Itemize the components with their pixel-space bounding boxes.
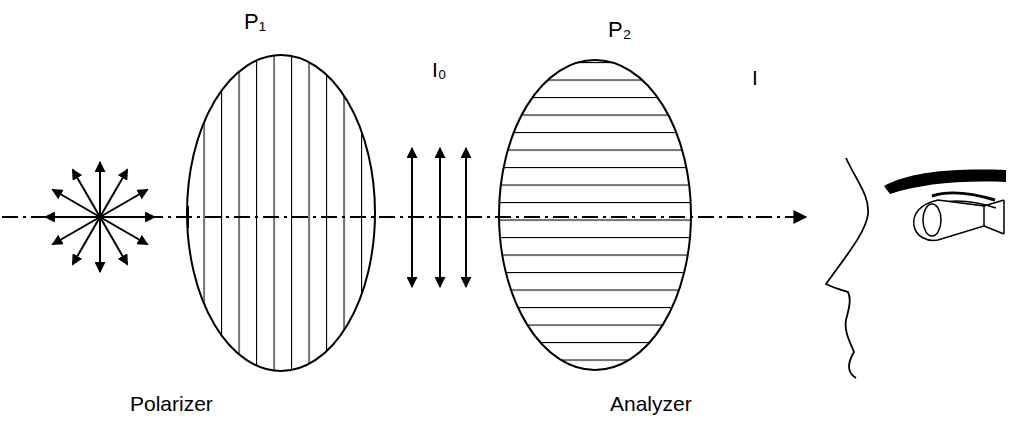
- eyebrow: [884, 170, 1006, 194]
- field-vector: [99, 217, 101, 272]
- polarized-light: [412, 148, 466, 287]
- eye: [884, 170, 1006, 241]
- intensity-label: I: [752, 66, 758, 89]
- polarizer-symbol: P₁: [244, 10, 266, 34]
- cornea: [923, 204, 941, 236]
- field-vector: [465, 148, 467, 287]
- optic-nerve: [984, 200, 1004, 234]
- field-vector: [100, 169, 128, 217]
- polarizer-disc: [187, 55, 375, 371]
- field-vector: [73, 217, 101, 265]
- analyzer-symbol: P₂: [608, 18, 631, 42]
- optical-axis: [2, 216, 806, 218]
- eyeball: [914, 200, 984, 240]
- field-vector: [411, 148, 413, 287]
- intensity-label: I₀: [432, 58, 447, 81]
- axis-tick: [187, 206, 189, 228]
- eyelid: [932, 193, 995, 200]
- part-name: Analyzer: [610, 392, 692, 415]
- analyzer-disc: [499, 60, 691, 370]
- field-vector: [439, 148, 441, 287]
- field-vector: [52, 190, 100, 218]
- face-profile: [826, 158, 868, 378]
- field-vector: [99, 162, 101, 217]
- part-name: Polarizer: [130, 392, 213, 415]
- field-vector: [100, 217, 148, 245]
